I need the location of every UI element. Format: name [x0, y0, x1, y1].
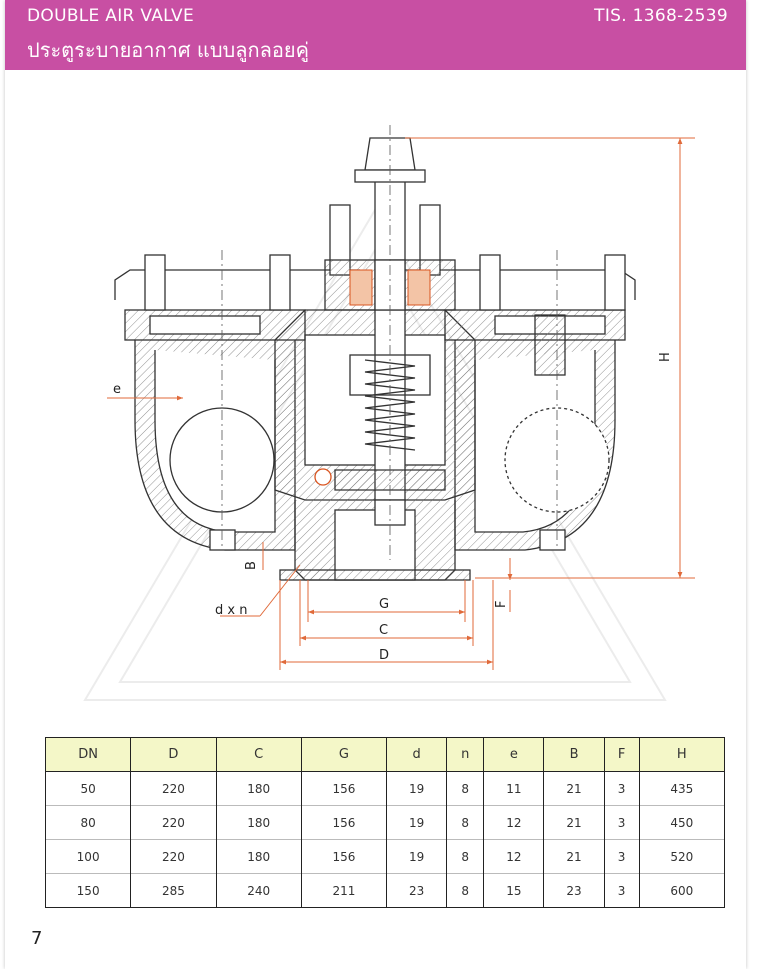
page-number: 7: [31, 928, 43, 949]
table-row: 150 285 240 211 23 8 15 23 3 600: [44, 873, 726, 908]
table-cell: 240: [215, 873, 302, 908]
table-cell: 19: [386, 805, 448, 840]
dimension-lines: [107, 137, 695, 670]
dimension-table: DN D C G d n e B F H 50 220 180 156 19 8…: [44, 737, 726, 908]
table-cell: 3: [603, 771, 640, 806]
table-cell: 21: [543, 805, 605, 840]
table-cell: 285: [130, 873, 217, 908]
table-cell: 600: [638, 873, 726, 908]
table-cell: 12: [483, 839, 545, 874]
header-dn: DN: [44, 737, 132, 772]
table-cell: 211: [300, 873, 388, 908]
table-cell: 80: [44, 805, 132, 840]
page-header: DOUBLE AIR VALVE ประตูระบายอากาศ แบบลูกล…: [5, 0, 746, 70]
standard-code: TIS. 1368-2539: [594, 6, 728, 26]
label-f: F: [494, 601, 509, 608]
table-cell: 156: [300, 805, 388, 840]
table-cell: 8: [446, 805, 485, 840]
packing-seal: [349, 269, 431, 306]
label-c: C: [379, 623, 388, 638]
catalog-page: DOUBLE AIR VALVE ประตูระบายอากาศ แบบลูกล…: [5, 0, 746, 969]
header-b: B: [543, 737, 605, 772]
table-cell: 150: [44, 873, 132, 908]
header-d-lower: d: [386, 737, 448, 772]
label-dxn: d x n: [215, 603, 247, 618]
table-cell: 23: [386, 873, 448, 908]
table-cell: 220: [130, 805, 217, 840]
table-cell: 8: [446, 771, 485, 806]
table-cell: 3: [603, 873, 640, 908]
label-d: D: [379, 648, 389, 663]
table-row: 100 220 180 156 19 8 12 21 3 520: [44, 839, 726, 874]
table-cell: 220: [130, 771, 217, 806]
header-n: n: [446, 737, 485, 772]
label-h: H: [658, 352, 673, 362]
table-cell: 3: [603, 805, 640, 840]
label-e: e: [113, 382, 121, 397]
valve-body: [114, 137, 636, 581]
title-thai: ประตูระบายอากาศ แบบลูกลอยคู่: [27, 38, 309, 62]
table-cell: 21: [543, 771, 605, 806]
table-cell: 220: [130, 839, 217, 874]
table-cell: 19: [386, 771, 448, 806]
table-cell: 435: [638, 771, 726, 806]
title-english: DOUBLE AIR VALVE: [27, 6, 194, 26]
table-cell: 100: [44, 839, 132, 874]
table-cell: 180: [215, 771, 302, 806]
table-cell: 21: [543, 839, 605, 874]
table-cell: 23: [543, 873, 605, 908]
table-row: 80 220 180 156 19 8 12 21 3 450: [44, 805, 726, 840]
table-cell: 8: [446, 839, 485, 874]
table-header-row: DN D C G d n e B F H: [44, 737, 726, 772]
table-cell: 12: [483, 805, 545, 840]
table-cell: 19: [386, 839, 448, 874]
table-row: 50 220 180 156 19 8 11 21 3 435: [44, 771, 726, 806]
table-cell: 3: [603, 839, 640, 874]
table-cell: 180: [215, 805, 302, 840]
header-h: H: [638, 737, 726, 772]
table-cell: 520: [638, 839, 726, 874]
table-cell: 11: [483, 771, 545, 806]
label-b: B: [244, 561, 259, 570]
table-cell: 8: [446, 873, 485, 908]
table-cell: 156: [300, 771, 388, 806]
header-e: e: [483, 737, 545, 772]
table-cell: 156: [300, 839, 388, 874]
table-cell: 50: [44, 771, 132, 806]
table-cell: 15: [483, 873, 545, 908]
header-f: F: [603, 737, 640, 772]
valve-drawing-svg: e H B F d x n G C D: [83, 125, 695, 701]
center-lines: [221, 125, 558, 560]
table-cell: 450: [638, 805, 726, 840]
table-cell: 180: [215, 839, 302, 874]
header-c: C: [215, 737, 302, 772]
label-g: G: [379, 597, 389, 612]
valve-technical-drawing: e H B F d x n G C D: [5, 70, 746, 730]
header-g: G: [300, 737, 388, 772]
header-d-upper: D: [130, 737, 217, 772]
